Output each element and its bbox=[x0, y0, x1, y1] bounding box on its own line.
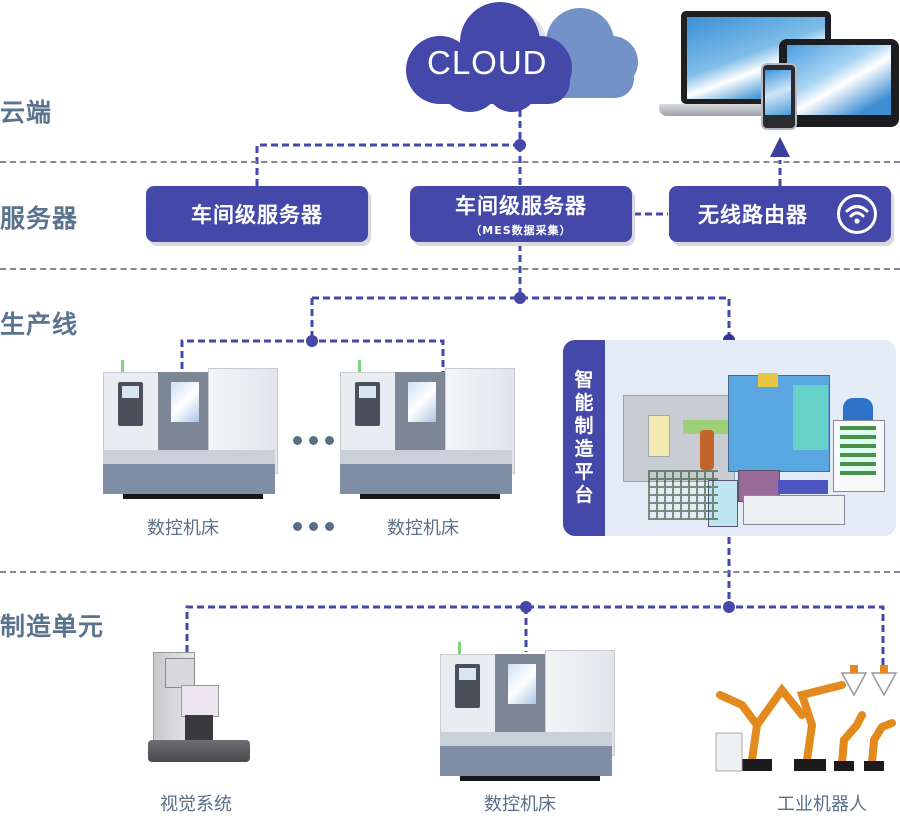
layer-label-production-line: 生产线 bbox=[0, 310, 79, 339]
node-cell-platform bbox=[723, 601, 735, 613]
cnc-lathe-icon bbox=[340, 360, 520, 500]
platform-label-char: 能 bbox=[574, 392, 594, 414]
cloud-icon: CLOUD bbox=[400, 0, 650, 120]
smart-factory-icon bbox=[618, 370, 888, 530]
node-cell-cnc bbox=[520, 601, 532, 613]
industrial-robot-icon bbox=[712, 655, 900, 775]
platform-label-char: 台 bbox=[574, 484, 594, 506]
separator-3 bbox=[0, 571, 900, 573]
ellipsis-dots-bottom bbox=[293, 522, 334, 531]
workshop-server-title: 车间级服务器 bbox=[191, 203, 323, 227]
cnc-caption-3: 数控机床 bbox=[484, 794, 556, 815]
wireless-router-box[interactable]: 无线路由器 bbox=[669, 186, 891, 242]
cnc-lathe-icon bbox=[103, 360, 283, 500]
platform-label-char: 制 bbox=[574, 415, 594, 437]
line-line-bus bbox=[312, 296, 731, 340]
layer-label-server: 服务器 bbox=[0, 204, 79, 233]
cnc-lathe-icon bbox=[440, 642, 620, 782]
line-cell-bus bbox=[185, 605, 885, 665]
platform-label-char: 平 bbox=[574, 461, 594, 483]
layer-label-cloud: 云端 bbox=[0, 98, 53, 127]
smart-manufacturing-platform[interactable]: 智 能 制 造 平 台 bbox=[563, 340, 896, 536]
node-line bbox=[514, 292, 526, 304]
workshop-server-box[interactable]: 车间级服务器 bbox=[146, 186, 368, 242]
ellipsis-dots-top bbox=[293, 436, 334, 445]
node-cnc bbox=[306, 335, 318, 347]
separator-1 bbox=[0, 161, 900, 163]
mes-server-box[interactable]: 车间级服务器 （MES数据采集） bbox=[410, 186, 632, 242]
platform-label-char: 智 bbox=[574, 369, 594, 391]
industrial-robot-caption: 工业机器人 bbox=[777, 794, 867, 815]
laptop-tablet-phone-icon bbox=[655, 8, 900, 130]
platform-label: 智 能 制 造 平 台 bbox=[563, 340, 605, 536]
wifi-icon bbox=[837, 194, 877, 234]
cnc-caption-1: 数控机床 bbox=[147, 518, 219, 539]
arrow-up-icon bbox=[770, 137, 790, 157]
layer-label-manufacturing-cell: 制造单元 bbox=[0, 612, 105, 641]
mes-server-title: 车间级服务器 bbox=[455, 194, 587, 218]
mes-server-subtitle: （MES数据采集） bbox=[470, 224, 572, 237]
line-cloud-left-server bbox=[255, 143, 520, 186]
platform-label-char: 造 bbox=[574, 438, 594, 460]
cnc-caption-2: 数控机床 bbox=[387, 518, 459, 539]
separator-2 bbox=[0, 268, 900, 270]
vision-system-caption: 视觉系统 bbox=[160, 794, 232, 815]
wireless-router-title: 无线路由器 bbox=[698, 203, 808, 227]
node-cloud bbox=[514, 139, 526, 151]
cloud-label: CLOUD bbox=[427, 44, 548, 81]
vision-system-icon bbox=[145, 652, 255, 767]
